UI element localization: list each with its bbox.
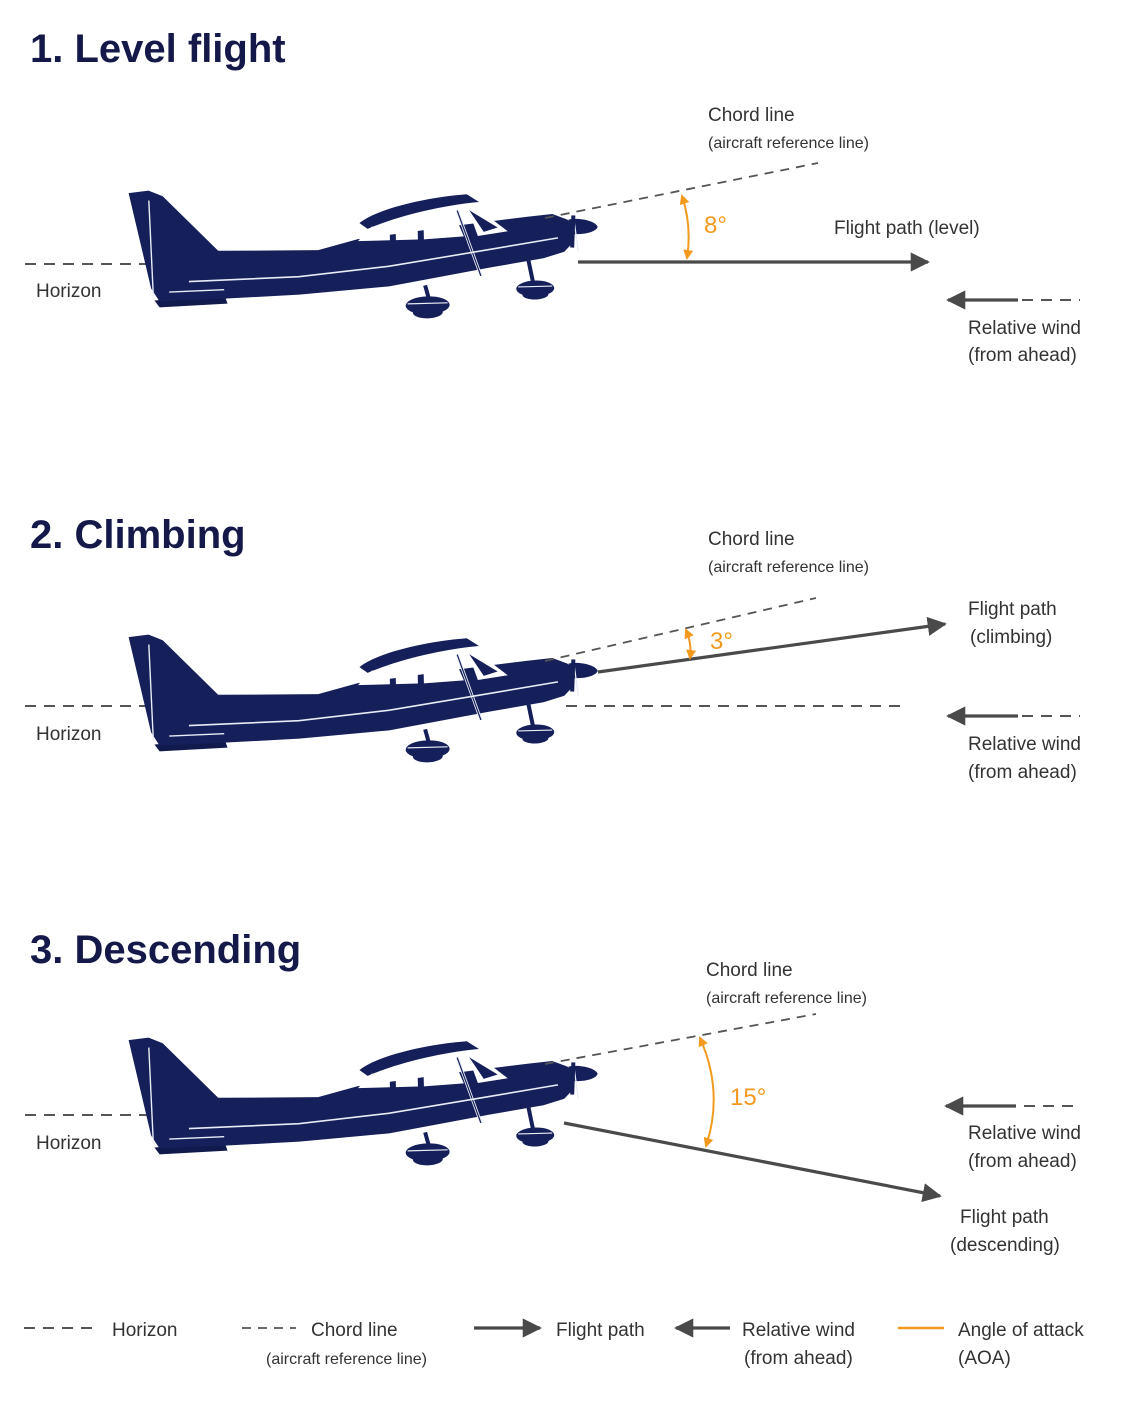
panel-descending: 3. Descending Horizon Chord line (aircra… [25, 928, 1081, 1256]
flight-path-arrow [563, 1121, 942, 1203]
legend-chord-label: Chord line [311, 1320, 398, 1341]
chord-line [544, 597, 817, 662]
chord-line [544, 162, 819, 219]
relative-wind-label: Relative wind [968, 318, 1081, 339]
aircraft-icon [126, 176, 602, 329]
flight-path-label: Flight path [968, 599, 1057, 620]
panel-title: 1. Level flight [30, 27, 286, 71]
panel-climbing: 2. Climbing Horizon Chord line (aircraft… [25, 513, 1081, 783]
horizon-label: Horizon [36, 281, 101, 302]
chord-label-sub: (aircraft reference line) [708, 559, 869, 576]
flight-path-arrow [597, 616, 947, 674]
legend-horizon-label: Horizon [112, 1320, 177, 1341]
chord-label: Chord line [706, 960, 793, 981]
horizon-label: Horizon [36, 724, 101, 745]
chord-label-sub: (aircraft reference line) [708, 135, 869, 152]
legend-relative-wind-label: Relative wind [742, 1320, 855, 1341]
flight-path-label: Flight path [960, 1207, 1049, 1228]
relative-wind-label: Relative wind [968, 1123, 1081, 1144]
horizon-label: Horizon [36, 1133, 101, 1154]
flight-path-label: Flight path (level) [834, 218, 980, 239]
relative-wind-label-sub: (from ahead) [968, 762, 1077, 783]
flight-path-label-sub: (climbing) [970, 627, 1052, 648]
legend: Horizon Chord line (aircraft reference l… [24, 1318, 1084, 1369]
relative-wind-label-sub: (from ahead) [968, 345, 1077, 366]
panel-title: 3. Descending [30, 928, 301, 972]
aoa-arc [684, 628, 697, 660]
chord-label-sub: (aircraft reference line) [706, 990, 867, 1007]
legend-flight-path-label: Flight path [556, 1320, 645, 1341]
aoa-arc [698, 1036, 715, 1148]
aoa-angle: 8° [704, 212, 727, 239]
legend-aoa-label: Angle of attack [958, 1320, 1084, 1341]
relative-wind-label: Relative wind [968, 734, 1081, 755]
legend-relative-wind-sub: (from ahead) [744, 1348, 853, 1369]
aircraft-icon [126, 1023, 602, 1176]
panel-title: 2. Climbing [30, 513, 246, 557]
legend-aoa-sub: (AOA) [958, 1348, 1011, 1369]
legend-chord-sub: (aircraft reference line) [266, 1351, 427, 1368]
aoa-angle: 15° [730, 1084, 766, 1111]
panel-level-flight: 1. Level flight Horizon Chord line (airc… [25, 27, 1081, 366]
flight-path-label-sub: (descending) [950, 1235, 1060, 1256]
aoa-angle: 3° [710, 628, 733, 655]
relative-wind-label-sub: (from ahead) [968, 1151, 1077, 1172]
chord-label: Chord line [708, 529, 795, 550]
aircraft-icon [126, 620, 602, 773]
aoa-arc [679, 194, 694, 260]
chord-label: Chord line [708, 105, 795, 126]
chord-line [544, 1013, 817, 1065]
